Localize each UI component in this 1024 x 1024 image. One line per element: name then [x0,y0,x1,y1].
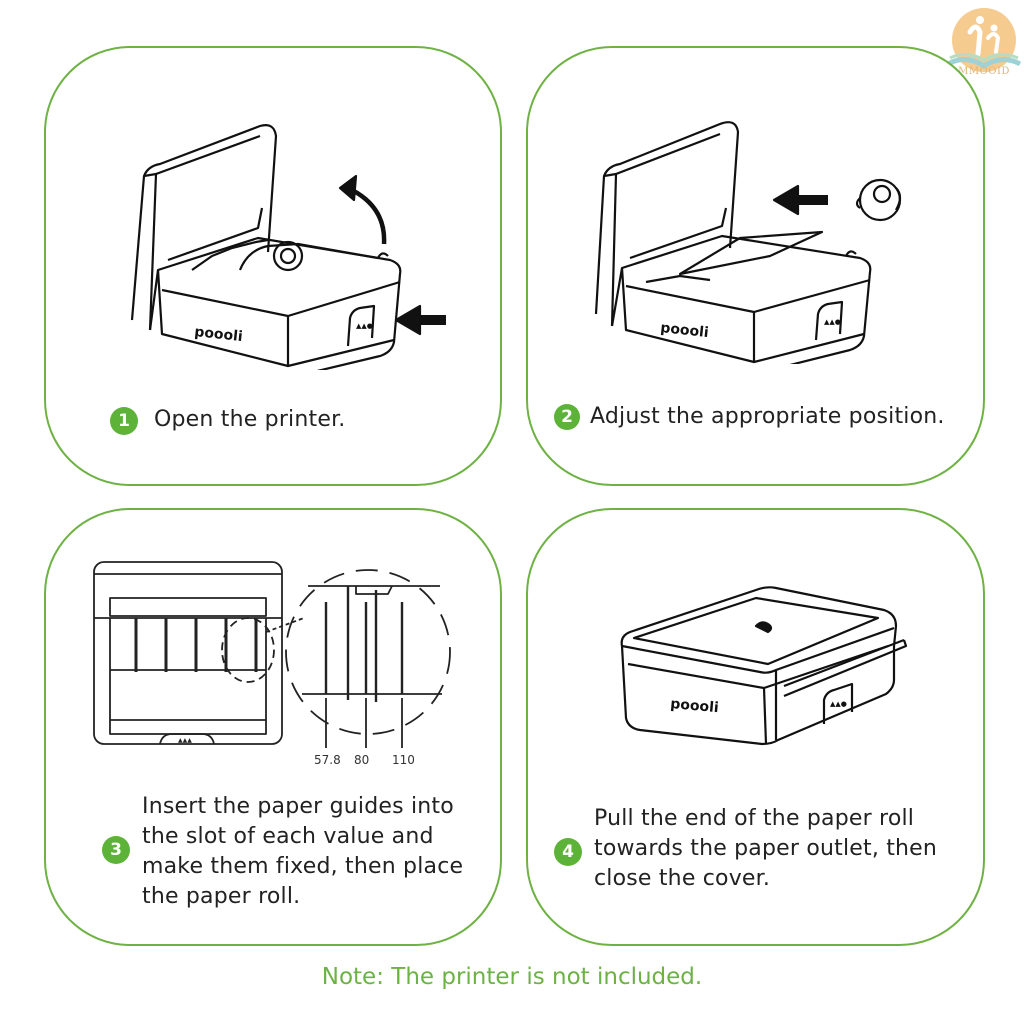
step-panel-1: ▲▲● poooli 1 Open the printer. [44,46,502,486]
step-3-line: the slot of each value and [142,824,434,849]
printer-brand-label: poooli [670,696,720,716]
step-4-line: towards the paper outlet, then [594,836,938,861]
printer-open-lid-illustration: ▲▲● poooli [128,120,448,370]
brand-logo: MMOOID [944,2,1024,88]
step-number-badge: 4 [554,838,582,866]
disclaimer-note: Note: The printer is not included. [321,964,703,990]
svg-text:▲▲●: ▲▲● [830,700,847,708]
step-4-line: Pull the end of the paper roll [594,806,915,831]
step-panel-2: ▲▲● poooli 2 Adjust the appropriate posi… [526,46,985,486]
printer-closed-illustration: ▲▲● poooli [616,584,916,754]
printer-brand-label: poooli [660,320,710,341]
paper-guide-slots-illustration: ▲▲▲ 57.8 80 110 [90,552,480,772]
guide-value-80: 80 [354,753,369,767]
guide-value-110: 110 [392,753,415,767]
step-4-line: close the cover. [594,866,771,891]
step-panel-4: ▲▲● poooli 4 Pull the end of the paper r… [526,508,985,946]
step-3-line: the paper roll. [142,884,301,909]
step-3-line: Insert the paper guides into [142,794,454,819]
step-panel-3: ▲▲▲ 57.8 80 110 3 Insert the paper guide… [44,508,502,946]
brand-logo-text: MMOOID [958,66,1010,77]
step-number-badge: 3 [102,836,130,864]
svg-text:▲▲●: ▲▲● [824,318,841,326]
step-4-text: Pull the end of the paper roll towards t… [594,804,937,894]
step-3-line: make them fixed, then place [142,854,464,879]
step-3-text: Insert the paper guides into the slot of… [142,792,463,912]
step-number-badge: 1 [110,407,138,435]
step-1-text: Open the printer. [154,407,346,432]
guide-value-57-8: 57.8 [314,753,341,767]
printer-insert-paper-roll-illustration: ▲▲● poooli [590,114,930,364]
svg-text:▲▲▲: ▲▲▲ [178,737,192,744]
svg-text:▲▲●: ▲▲● [356,322,373,330]
step-2-text: Adjust the appropriate position. [590,404,945,429]
brand-logo-icon [946,8,1022,72]
printer-brand-label: poooli [194,324,244,345]
step-number-badge: 2 [554,404,580,430]
